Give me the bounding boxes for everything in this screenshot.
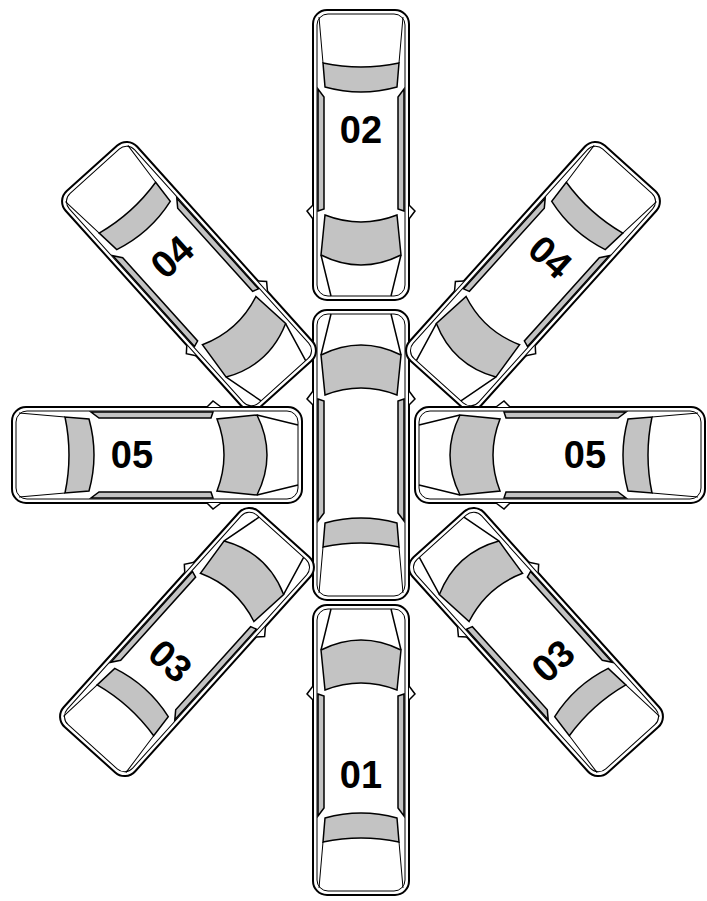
car xyxy=(52,132,326,420)
car xyxy=(307,605,415,895)
car xyxy=(50,498,324,786)
car-number: 05 xyxy=(564,436,606,474)
car xyxy=(396,132,670,420)
car xyxy=(415,401,705,509)
car xyxy=(399,498,673,786)
car-number: 05 xyxy=(111,436,153,474)
car-number: 02 xyxy=(340,111,382,149)
center-car xyxy=(307,310,415,600)
car-number: 01 xyxy=(340,756,382,794)
car xyxy=(307,10,415,300)
car xyxy=(12,401,302,509)
